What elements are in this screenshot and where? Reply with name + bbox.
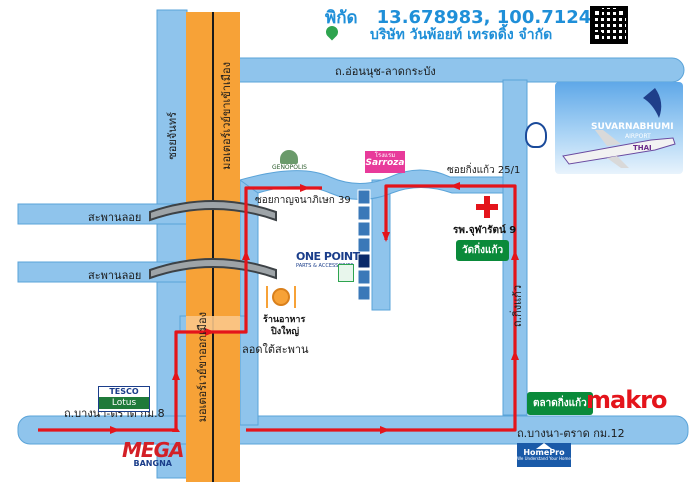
onepoint-logo: ONE POINT PARTS & ACCESSORIES <box>296 250 360 269</box>
genopolis-icon <box>280 150 299 164</box>
mega-label: MEGA <box>122 438 184 462</box>
bridge-label-1: สะพานลอย <box>88 211 142 224</box>
sarroza-top: โรงแรม <box>374 152 396 159</box>
homepro-label: HomePro <box>523 448 565 457</box>
arrow-8 <box>511 250 519 260</box>
road-top-onnut <box>221 57 685 83</box>
coordinate-value: 13.678983, 100.712405 <box>376 7 617 28</box>
road-label-onnut: ถ.อ่อนนุช-ลาดกระบัง <box>335 65 436 78</box>
makro-logo: makro <box>586 386 667 414</box>
airport-sub: AIRPORT <box>625 133 651 140</box>
arrow-7 <box>511 350 519 360</box>
airplane-icon <box>562 88 676 168</box>
airport-name: SUVARNABHUMI <box>591 122 674 132</box>
road-soi39-vertical <box>239 179 259 426</box>
building-block <box>357 237 371 253</box>
arrow-5 <box>300 184 310 192</box>
lotus-label: Lotus <box>99 397 149 409</box>
bangna-label: BANGNA <box>133 459 172 468</box>
genopolis-logo: GENOPOLIS <box>272 150 307 171</box>
arrow-head-1 <box>172 426 180 432</box>
arrow-10 <box>382 232 390 242</box>
arrow-6 <box>380 426 390 434</box>
suvarnabhumi-airport-image: SUVARNABHUMI AIRPORT THAI <box>555 82 683 174</box>
homepro-house-icon <box>536 443 552 449</box>
arrow-1 <box>110 426 120 434</box>
arrow-9 <box>450 182 460 190</box>
restaurant-label-2: ปิงใหญ่ <box>271 327 300 337</box>
arrow-4 <box>242 250 250 260</box>
soi-39-label: ซอยกาญจนาภิเษก 39 <box>255 195 351 206</box>
onepoint-sub: PARTS & ACCESSORIES <box>296 263 354 269</box>
bridge-label-2: สะพานลอย <box>88 269 142 282</box>
onepoint-building <box>357 253 371 269</box>
motorway <box>186 12 240 482</box>
building-block <box>357 285 371 301</box>
sarroza-name: Sarroza <box>365 158 405 168</box>
hospital-cross-icon <box>476 196 498 218</box>
tesco-label: TESCO <box>109 387 139 396</box>
kingkaew-road-label: ถ.กิ่งแก้ว <box>511 285 524 328</box>
genopolis-label: GENOPOLIS <box>272 164 307 171</box>
airline-name: THAI <box>633 144 652 152</box>
restaurant-label-1: ร้านอาหาร <box>263 315 306 325</box>
sarroza-hotel-logo: โรงแรม Sarroza <box>365 151 405 173</box>
bangna-km12-label: ถ.บางนา-ตราด กม.12 <box>517 427 625 440</box>
arrow-2 <box>172 370 180 380</box>
road-label-left-soi: ซอยจันทร์ <box>166 112 179 160</box>
mega-bangna-logo: MEGA BANGNA <box>122 438 184 468</box>
road-label-motorway-out: มอเตอร์เวย์ขาออกเมือง <box>196 312 209 423</box>
building-block <box>357 269 371 285</box>
market-badge: ตลาดกิ่งแก้ว <box>527 392 593 415</box>
road-label-motorway-in: มอเตอร์เวย์ขาเข้าเมือง <box>220 62 233 170</box>
coordinates-header: พิกัด 13.678983, 100.712405 <box>325 4 616 31</box>
route-right-bangna <box>246 184 517 432</box>
onepoint-product-icon <box>338 264 354 282</box>
coordinate-label: พิกัด <box>325 8 358 28</box>
restaurant-icon <box>266 286 296 308</box>
homepro-sub: We Understand Your Home <box>517 456 571 461</box>
qr-code-icon <box>590 6 628 44</box>
building-block <box>357 221 371 237</box>
tesco-lotus-logo: TESCO Lotus <box>98 386 150 412</box>
building-block <box>357 205 371 221</box>
airport-lotus-icon <box>525 122 547 148</box>
road-left-soi <box>156 9 188 479</box>
under-bridge-label: ลอดใต้สะพาน <box>242 343 309 356</box>
arrow-3 <box>205 328 215 336</box>
company-name: บริษัท วันพ้อยท์ เทรดดิ้ง จำกัด <box>370 27 553 43</box>
onepoint-name: ONE POINT <box>296 250 360 263</box>
temple-badge: วัดกิ่งแก้ว <box>456 240 510 261</box>
hospital-label: รพ.จุฬารัตน์ 9 <box>453 225 517 236</box>
soi-25-label: ซอยกิ่งแก้ว 25/1 <box>447 165 521 176</box>
building-block <box>357 189 371 205</box>
homepro-logo: HomePro We Understand Your Home <box>517 443 571 467</box>
